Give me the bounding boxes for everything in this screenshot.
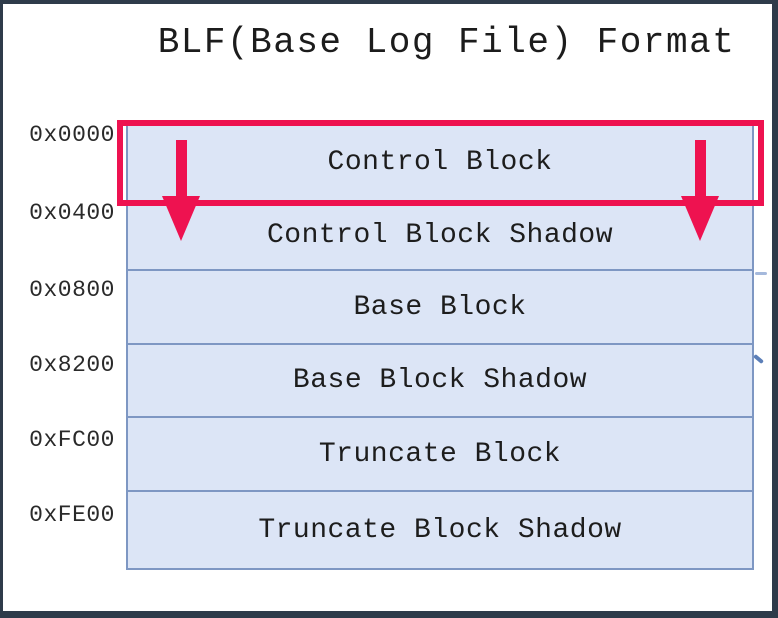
- memory-block-row: Truncate Block: [126, 416, 754, 492]
- tick-mark: [755, 272, 767, 275]
- address-label: 0x0400: [29, 200, 115, 226]
- diagram-title: BLF(Base Log File) Format: [157, 22, 736, 63]
- address-label: 0xFE00: [29, 502, 115, 528]
- tick-mark: [753, 353, 764, 365]
- address-label: 0xFC00: [29, 427, 115, 453]
- arrow-head: [681, 196, 719, 241]
- arrow-shaft: [176, 140, 187, 197]
- arrow-head: [162, 196, 200, 241]
- memory-block-label: Control Block: [327, 146, 553, 178]
- address-label: 0x0800: [29, 277, 115, 303]
- down-arrow-left: [162, 140, 200, 241]
- highlight-box: [117, 120, 764, 206]
- memory-block-row: Control Block Shadow: [126, 200, 754, 271]
- address-label: 0x8200: [29, 352, 115, 378]
- memory-block-label: Base Block Shadow: [292, 365, 588, 396]
- memory-block-row: Base Block: [126, 269, 754, 345]
- arrow-shaft: [695, 140, 706, 197]
- down-arrow-right: [681, 140, 719, 241]
- address-label: 0x0000: [29, 122, 115, 148]
- memory-block-label: Control Block Shadow: [266, 220, 614, 251]
- memory-block-label: Base Block: [353, 291, 527, 323]
- memory-block-row: Base Block Shadow: [126, 343, 754, 418]
- memory-block-label: Truncate Block: [318, 438, 562, 470]
- memory-block-label: Truncate Block Shadow: [258, 514, 622, 546]
- memory-block-row: Truncate Block Shadow: [126, 490, 754, 570]
